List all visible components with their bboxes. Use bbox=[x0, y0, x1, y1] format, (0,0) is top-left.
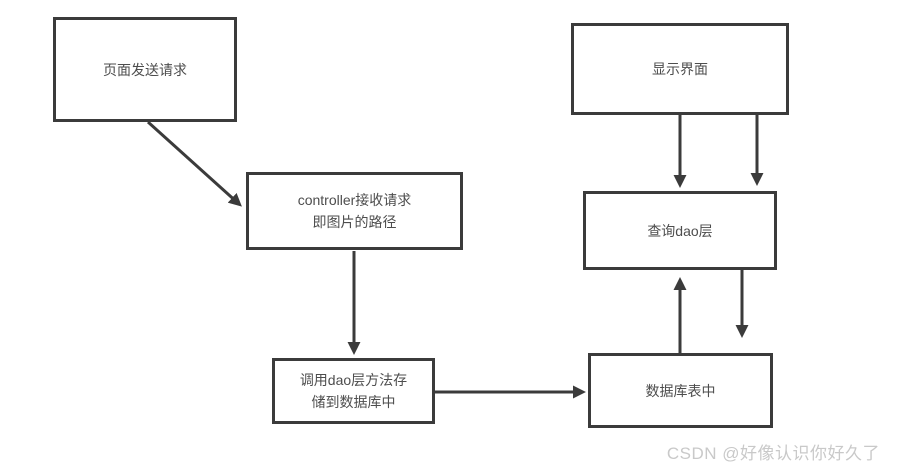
node-dao-store: 调用dao层方法存 储到数据库中 bbox=[272, 358, 435, 424]
node-controller: controller接收请求 即图片的路径 bbox=[246, 172, 463, 250]
watermark: CSDN @好像认识你好久了 bbox=[666, 444, 880, 463]
arrow-page-to-controller bbox=[146, 120, 242, 207]
node-display: 显示界面 bbox=[571, 23, 789, 115]
node-query-dao: 查询dao层 bbox=[583, 191, 777, 270]
node-db-table: 数据库表中 bbox=[588, 353, 773, 428]
node-page-request: 页面发送请求 bbox=[53, 17, 237, 122]
